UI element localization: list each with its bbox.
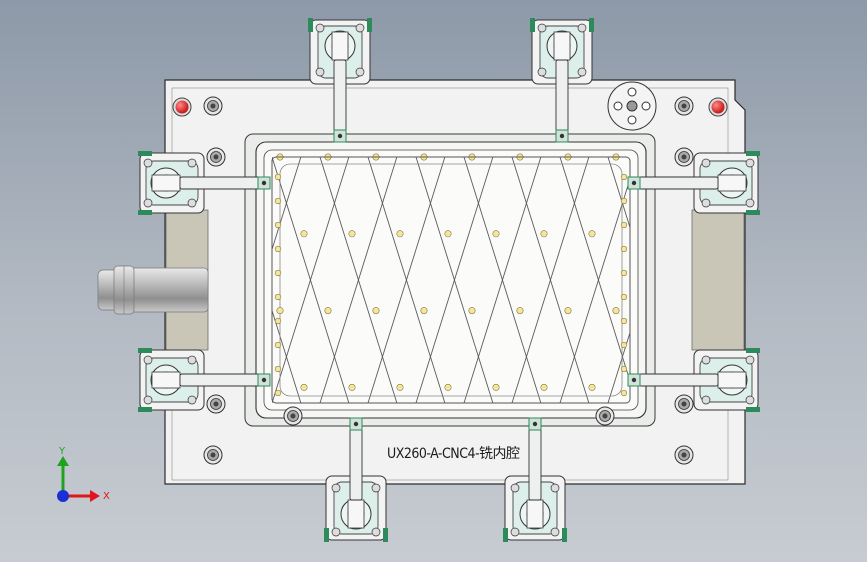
bolt-icon — [203, 96, 694, 465]
axis-y-label: Y — [58, 446, 66, 457]
clamp-icon[interactable] — [138, 151, 271, 215]
clamp-icon[interactable] — [627, 151, 760, 215]
clamp-icon[interactable] — [503, 417, 567, 542]
clamp-group[interactable] — [138, 18, 760, 542]
clamp-icon[interactable] — [324, 417, 388, 542]
base-plate — [164, 79, 746, 485]
coordinate-triad-icon: Y X — [57, 446, 110, 502]
clamp-icon[interactable] — [627, 348, 760, 412]
clamp-icon[interactable] — [138, 348, 271, 412]
index-disk — [607, 81, 657, 131]
locator-pin-icon — [172, 97, 728, 117]
clamp-icon[interactable] — [308, 18, 372, 143]
clamp-icon[interactable] — [530, 18, 594, 143]
pocket-border — [271, 156, 631, 404]
axis-x-label: X — [103, 491, 110, 502]
hose-fitting-icon — [97, 265, 209, 315]
part-engraving: UX260-A-CNC4-铣内腔 — [387, 446, 520, 462]
